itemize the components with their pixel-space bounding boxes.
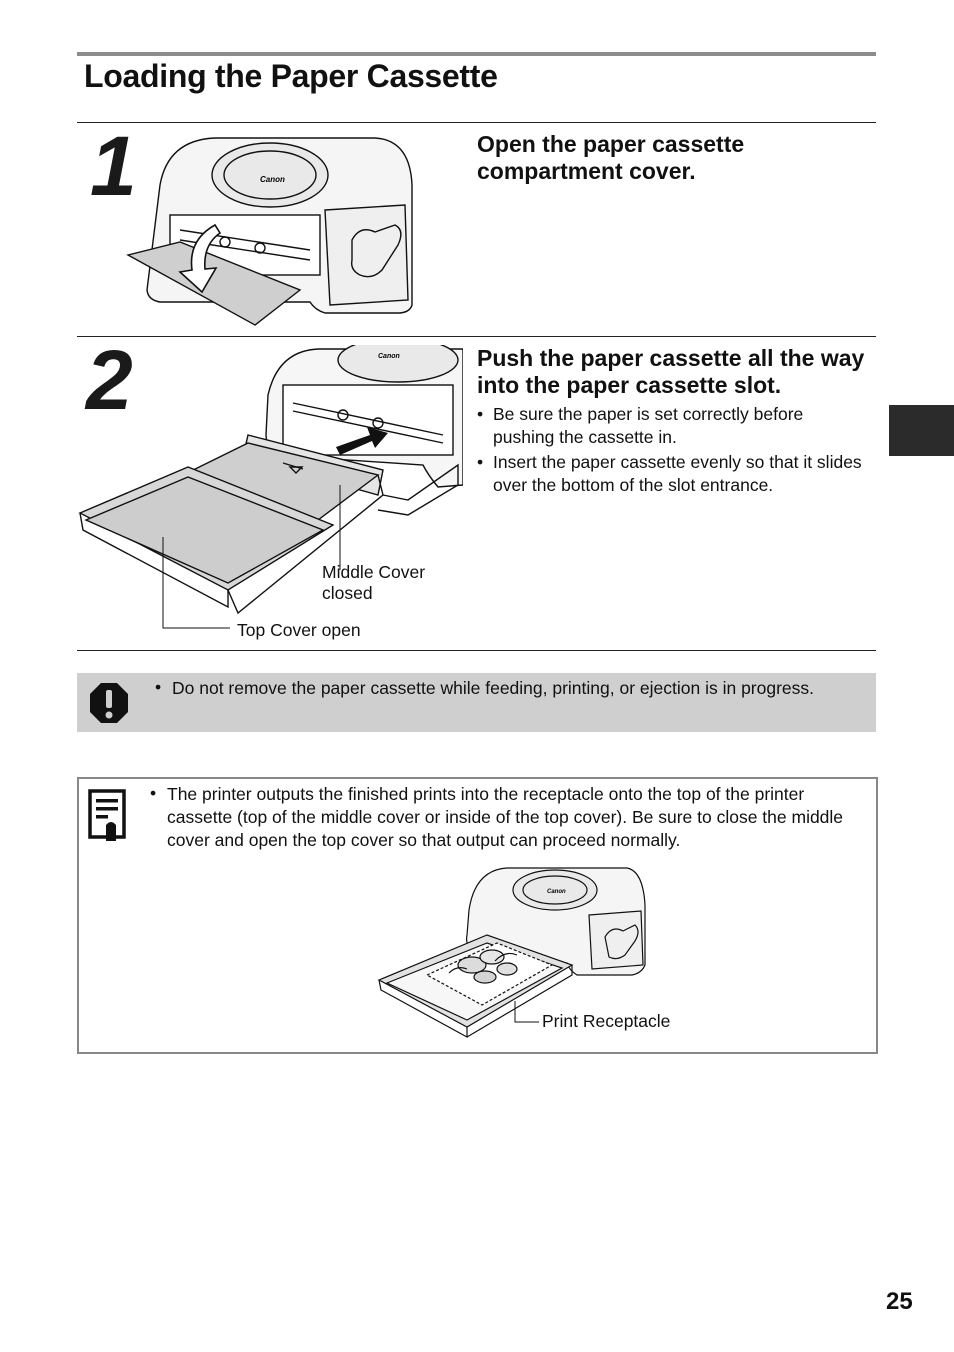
step-2-bullet-list: Be sure the paper is set correctly befor…: [477, 403, 862, 499]
step-2-heading: Push the paper cassette all the way into…: [477, 345, 865, 398]
note-box: [77, 777, 878, 1054]
step-2-bottom-rule: [77, 650, 876, 651]
caution-text: Do not remove the paper cassette while f…: [172, 678, 815, 698]
step-1-number: 1: [90, 119, 137, 213]
print-receptacle-callout: Print Receptacle: [542, 1011, 671, 1031]
step-2-top-rule: [77, 336, 876, 337]
middle-cover-callout-line2: closed: [322, 583, 373, 603]
step-1-top-rule: [77, 122, 876, 123]
caution-bullet-dot: •: [155, 677, 162, 697]
page-number: 25: [886, 1288, 913, 1315]
step-1-heading: Open the paper cassette compartment cove…: [477, 131, 745, 184]
title-top-rule: [77, 52, 876, 56]
step-2-cassette-illustration: Canon: [78, 337, 464, 645]
note-bullet-dot: •: [150, 783, 157, 803]
chapter-tab: [889, 405, 954, 456]
step-2-number: 2: [86, 333, 133, 427]
top-cover-callout: Top Cover open: [237, 620, 361, 640]
caution-box: [77, 673, 876, 732]
step-2-bullet: Insert the paper cassette evenly so that…: [477, 451, 862, 496]
note-text: The printer outputs the finished prints …: [167, 784, 844, 850]
middle-cover-callout-line1: Middle Cover: [322, 562, 426, 582]
note-icon: [88, 789, 126, 841]
step-1-printer-illustration: Canon: [120, 130, 430, 330]
print-receptacle-illustration: Canon: [377, 865, 649, 1041]
step-2-bullet: Be sure the paper is set correctly befor…: [477, 403, 862, 448]
printer-logo-text: Canon: [547, 889, 566, 895]
caution-icon: [89, 682, 129, 724]
printer-logo-text: Canon: [260, 175, 285, 184]
page-title: Loading the Paper Cassette: [84, 58, 498, 94]
printer-logo-text: Canon: [378, 353, 400, 360]
